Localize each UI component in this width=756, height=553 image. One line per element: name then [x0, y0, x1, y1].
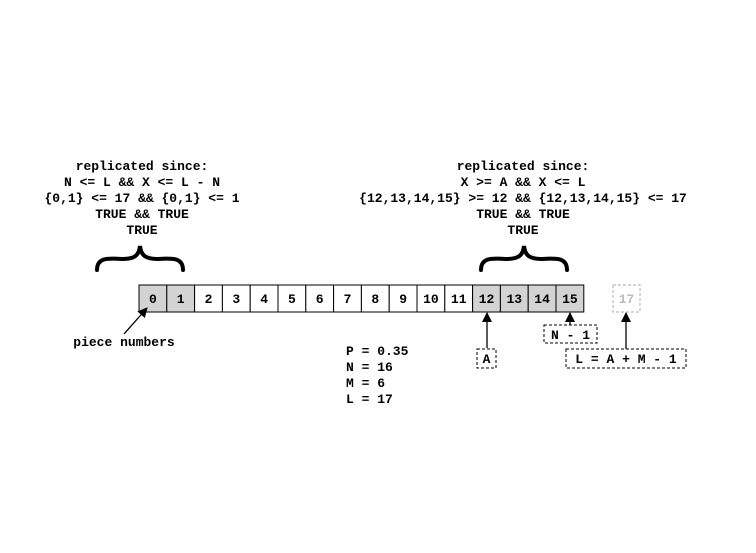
- piece-cell-label: 7: [344, 292, 352, 307]
- piece-cell-label: 1: [177, 292, 185, 307]
- piece-cell-10: 10: [416, 284, 446, 313]
- piece-cell-label: 11: [451, 292, 467, 307]
- piece-cell-label: 4: [260, 292, 268, 307]
- a-label-box: A: [476, 348, 497, 369]
- piece-cell-label: 9: [399, 292, 407, 307]
- ghost-cell-17: 17: [612, 284, 641, 313]
- right-note-line: TRUE && TRUE: [476, 207, 570, 222]
- n-minus-1-label: N - 1: [551, 328, 590, 343]
- piece-numbers-arrow: [123, 307, 148, 335]
- right-replication-note: replicated since: X >= A && X <= L {12,1…: [359, 159, 687, 238]
- piece-cell-box: [305, 284, 335, 313]
- piece-cell-9: 9: [388, 284, 418, 313]
- piece-numbers-label: piece numbers: [73, 335, 175, 350]
- piece-cell-12: 12: [472, 284, 501, 313]
- piece-cell-8: 8: [360, 284, 390, 313]
- right-note-line: {12,13,14,15} >= 12 && {12,13,14,15} <= …: [359, 191, 687, 206]
- piece-cell-box: [166, 284, 196, 313]
- piece-cell-5: 5: [277, 284, 307, 313]
- piece-cell-label: 13: [506, 292, 522, 307]
- left-replication-note: replicated since: N <= L && X <= L - N {…: [44, 159, 239, 238]
- piece-cell-0: 0: [138, 284, 168, 313]
- piece-cell-label: 10: [423, 292, 439, 307]
- l-formula-label: L = A + M - 1: [575, 352, 677, 367]
- parameter-line: L = 17: [346, 392, 393, 407]
- piece-cell-box: [555, 284, 585, 313]
- piece-cell-box: [333, 284, 362, 313]
- piece-cell-label: 6: [316, 292, 324, 307]
- piece-cell-box: [444, 284, 474, 313]
- piece-cell-label: 3: [232, 292, 240, 307]
- piece-cell-label: 14: [534, 292, 550, 307]
- left-note-line: N <= L && X <= L - N: [64, 175, 220, 190]
- right-note-line: replicated since:: [457, 159, 590, 174]
- piece-cell-box: [194, 284, 223, 313]
- piece-cell-box: [277, 284, 307, 313]
- piece-cell-1: 1: [166, 284, 196, 313]
- parameter-line: N = 16: [346, 360, 393, 375]
- left-note-line: TRUE && TRUE: [95, 207, 189, 222]
- piece-cell-box: [360, 284, 390, 313]
- l-formula-box: L = A + M - 1: [565, 348, 687, 369]
- left-note-line: {0,1} <= 17 && {0,1} <= 1: [44, 191, 239, 206]
- parameter-line: M = 6: [346, 376, 385, 391]
- piece-cell-3: 3: [221, 284, 251, 313]
- piece-cell-7: 7: [333, 284, 362, 313]
- piece-cell-label: 15: [562, 292, 578, 307]
- piece-cell-14: 14: [527, 284, 557, 313]
- piece-cell-2: 2: [194, 284, 223, 313]
- a-label: A: [483, 352, 491, 367]
- piece-cell-11: 11: [444, 284, 474, 313]
- n-minus-1-box: N - 1: [543, 324, 598, 344]
- piece-cell-label: 12: [479, 292, 495, 307]
- left-curly-brace: [95, 245, 185, 272]
- ghost-cell-label: 17: [619, 292, 635, 307]
- piece-cell-4: 4: [249, 284, 279, 313]
- left-note-line: TRUE: [126, 223, 157, 238]
- piece-cell-label: 0: [149, 292, 157, 307]
- piece-cell-label: 2: [205, 292, 213, 307]
- piece-cell-13: 13: [499, 284, 529, 313]
- right-curly-brace: [479, 245, 569, 272]
- right-note-line: X >= A && X <= L: [461, 175, 586, 190]
- piece-cell-label: 8: [371, 292, 379, 307]
- piece-cell-box: [249, 284, 279, 313]
- piece-cell-15: 15: [555, 284, 585, 313]
- piece-cell-box: [499, 284, 529, 313]
- parameter-line: P = 0.35: [346, 344, 409, 359]
- piece-cell-label: 5: [288, 292, 296, 307]
- right-note-line: TRUE: [507, 223, 538, 238]
- parameters-block: P = 0.35 N = 16 M = 6 L = 17: [346, 344, 409, 407]
- left-note-line: replicated since:: [76, 159, 209, 174]
- piece-cell-6: 6: [305, 284, 335, 313]
- piece-cell-box: [388, 284, 418, 313]
